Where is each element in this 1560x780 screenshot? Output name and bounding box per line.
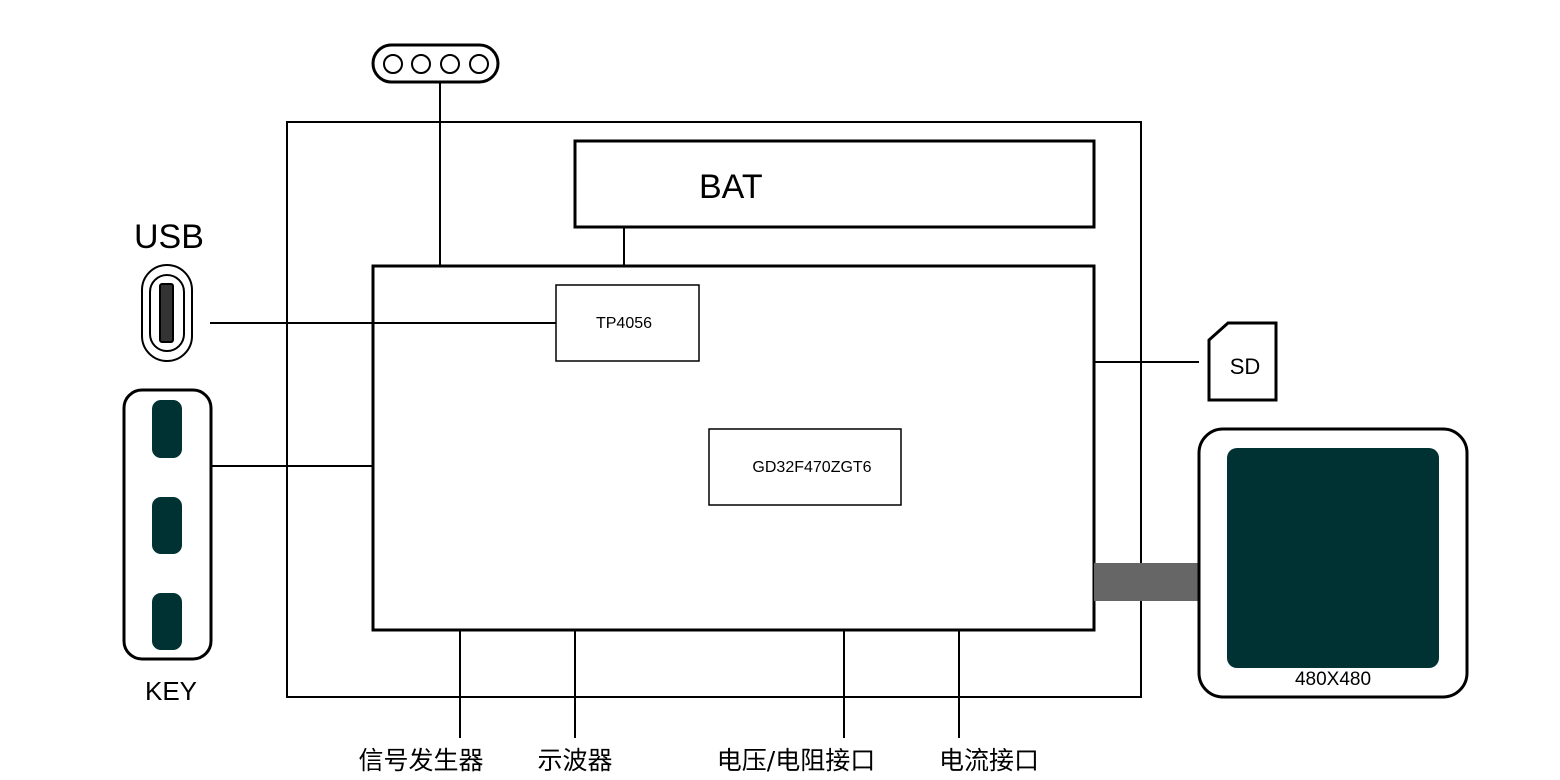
battery-block [573,139,1096,229]
sd-label: SD [1229,354,1261,379]
key-button [152,497,182,554]
display-screen [1227,448,1439,668]
signal-generator-label: 信号发生器 [358,746,484,775]
voltage-resistance-label: 电压/电阻接口 [716,746,876,775]
mcu-label: GD32F470ZGT6 [752,459,872,476]
key-label: KEY [144,676,198,706]
current-label: 电流接口 [938,746,1040,775]
four-pin-header-icon [371,43,500,84]
oscilloscope-label: 示波器 [537,746,613,775]
display-connector [1094,563,1200,601]
usb-c-port-icon [141,264,193,362]
charger-label: TP4056 [595,315,653,332]
enclosure-outline [286,121,1142,698]
battery-label: BAT [699,168,763,206]
usb-label: USB [134,218,204,256]
sd-card-icon [1207,321,1278,402]
key-button [152,400,182,458]
key-button [152,593,182,650]
display-resolution-label: 480X480 [1294,669,1372,690]
mcu-chip [708,428,902,506]
